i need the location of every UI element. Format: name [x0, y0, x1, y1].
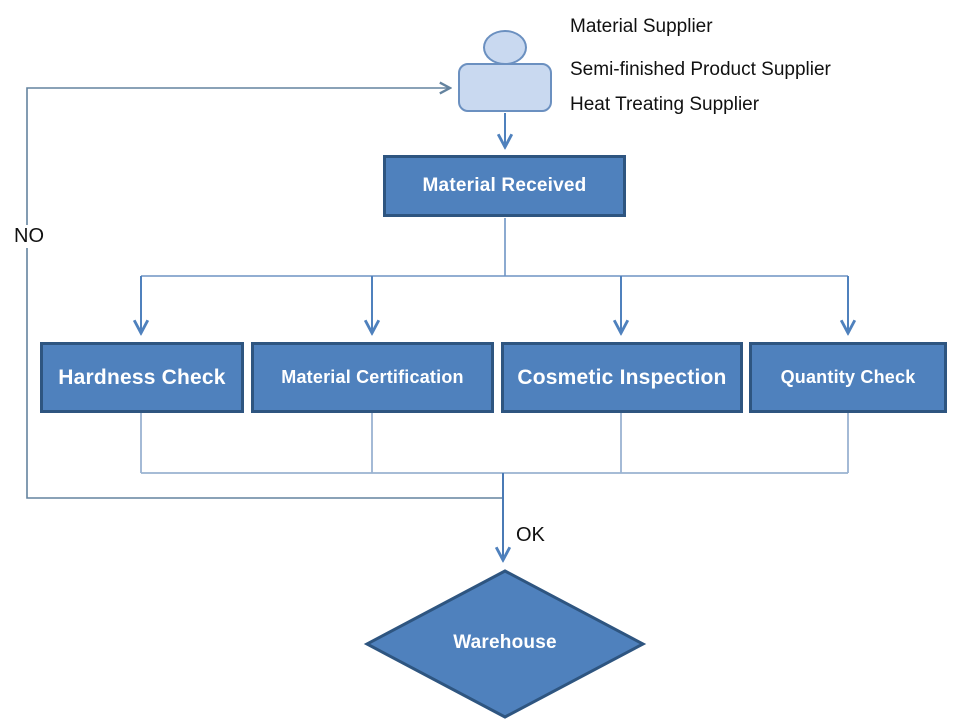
connector-feedback-no [26, 88, 503, 499]
node-material-received: Material Received [383, 155, 626, 217]
supplier-label-semi-finished: Semi-finished Product Supplier [570, 59, 831, 80]
person-body [458, 63, 552, 112]
node-material-certification: Material Certification [251, 342, 494, 413]
node-hardness-check: Hardness Check [40, 342, 244, 413]
supplier-label-heat-treating: Heat Treating Supplier [570, 94, 760, 115]
node-quantity-check: Quantity Check [749, 342, 947, 413]
person-icon [483, 30, 527, 65]
node-cosmetic-inspection: Cosmetic Inspection [501, 342, 743, 413]
edge-label-no: NO [12, 225, 46, 248]
node-warehouse-label: Warehouse [453, 632, 557, 653]
edge-label-ok: OK [514, 524, 547, 547]
supplier-label-material: Material Supplier [570, 16, 713, 37]
